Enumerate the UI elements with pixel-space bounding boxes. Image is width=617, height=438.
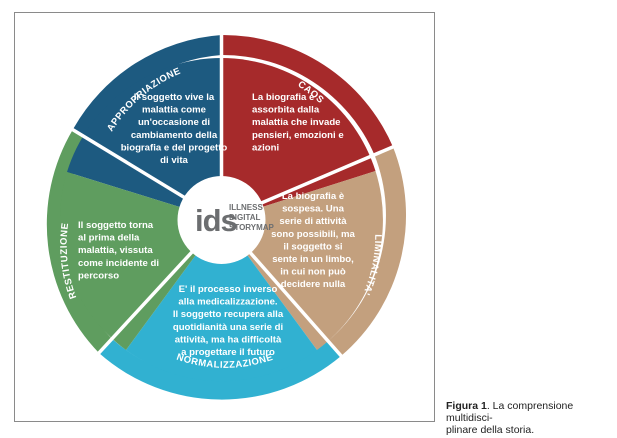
sector-text-line: a progettare il futuro	[181, 347, 275, 358]
sector-text-line: sono possibili, ma	[271, 229, 355, 240]
sector-text-line: quotidianità una serie di	[173, 322, 283, 333]
sector-text-line: Il soggetto torna	[78, 220, 154, 231]
ids-logo: ids ILLNESS DIGITAL STORYMAP	[195, 203, 275, 238]
sector-text-line: Il soggetto vive la	[134, 92, 215, 103]
sector-text-normalizzazione: E' il processo inverso alla medicalizzazi…	[173, 284, 284, 358]
caption-label: Figura 1	[446, 400, 487, 412]
sector-text-line: percorso	[78, 270, 119, 281]
sector-text-line: come incidente di	[78, 258, 159, 269]
sector-text-line: malattia, vissuta	[78, 245, 153, 256]
logo-line-3: STORYMAP	[229, 223, 275, 232]
ring-segment-liminalita	[328, 147, 407, 356]
sector-text-line: azioni	[252, 142, 279, 153]
sector-text-line: serie di attività	[279, 216, 347, 227]
sector-caos	[221, 58, 376, 220]
sector-text-line: decidere nulla	[281, 279, 346, 290]
sector-text-line: biografia e del progetto	[121, 142, 228, 153]
sector-text-line: malattia che invade	[252, 117, 341, 128]
sector-text-line: un'occasione di	[138, 117, 210, 128]
caption-text-2: plinare della storia.	[446, 424, 535, 436]
sector-text-line: malattia come	[142, 105, 206, 116]
sector-text-line: pensieri, emozioni e	[252, 130, 344, 141]
sector-text-line: al prima della	[78, 233, 140, 244]
sector-text-line: assorbita dalla	[252, 105, 320, 116]
story-wheel-diagram: ids ILLNESS DIGITAL STORYMAP APPROPRIAZI…	[46, 32, 407, 400]
sector-text-line: il soggetto si	[283, 241, 342, 252]
sector-text-line: Il soggetto recupera alla	[173, 309, 284, 320]
logo-line-2: DIGITAL	[229, 213, 261, 222]
logo-mark: ids	[195, 203, 237, 238]
center-circle	[177, 176, 266, 264]
ring-segment-caos	[221, 34, 393, 155]
ring-segment-appropriazione	[72, 35, 222, 140]
sector-text-line: sospesa. Una	[282, 204, 345, 215]
sector-normalizzazione	[126, 220, 317, 382]
sector-text-line: La biografia è	[252, 92, 314, 103]
caption-text: . La comprensione multidisci-	[446, 400, 574, 424]
sector-text-line: sente in un limbo,	[272, 254, 354, 265]
sector-text-line: E' il processo inverso	[179, 284, 278, 295]
sector-text-line: di vita	[160, 155, 188, 166]
figure-caption: Figura 1. La comprensione multidisci- pl…	[446, 400, 616, 436]
sector-text-line: cambiamento della	[131, 130, 218, 141]
sector-text-line: La biografia è	[282, 191, 344, 202]
sector-text-line: attività, ma ha difficoltà	[175, 334, 282, 345]
sector-text-line: in cui non può	[280, 267, 346, 278]
sector-appropriazione	[67, 58, 222, 220]
ring-segment-normalizzazione	[99, 338, 341, 400]
logo-line-1: ILLNESS	[229, 203, 263, 212]
ring-segment-restituzione	[46, 129, 111, 353]
sector-text-line: alla medicalizzazione.	[178, 297, 277, 308]
